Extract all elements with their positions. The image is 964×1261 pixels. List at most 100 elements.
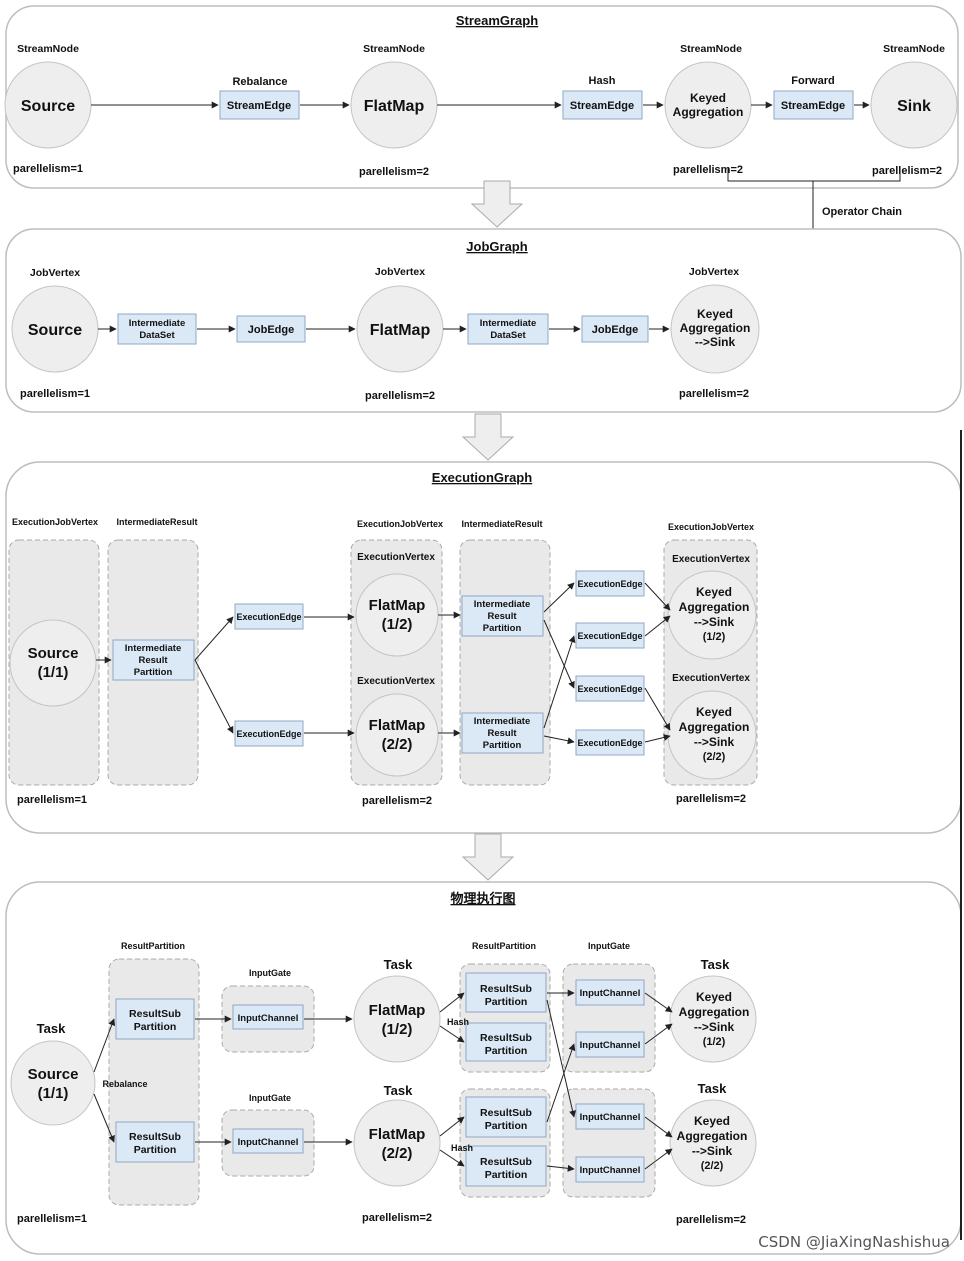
input-channel-label: InputChannel bbox=[580, 1165, 641, 1176]
parallelism-label: parellelism=2 bbox=[872, 165, 942, 177]
stream-node-label: StreamNode bbox=[680, 43, 742, 55]
intermediate-dataset-label: DataSet bbox=[139, 330, 175, 341]
partition-label: Result bbox=[138, 655, 168, 666]
job-vertex-label: JobVertex bbox=[689, 266, 739, 278]
job-edge-label: JobEdge bbox=[248, 324, 294, 336]
flatmap-execution-vertex-1 bbox=[355, 573, 439, 657]
execution-vertex-label: ExecutionVertex bbox=[357, 552, 435, 563]
physical-graph-panel: 物理执行图 ResultPartition ResultPartition In… bbox=[5, 881, 962, 1255]
stream-edge-label: StreamEdge bbox=[227, 100, 291, 112]
result-sub-label: Partition bbox=[134, 1144, 177, 1156]
job-vertex-label: JobVertex bbox=[30, 267, 80, 279]
flatmap-label: FlatMap bbox=[369, 717, 426, 734]
result-sub-label: ResultSub bbox=[480, 983, 532, 995]
parallelism-label: parellelism=2 bbox=[676, 793, 746, 805]
keyed-label: Keyed bbox=[696, 705, 732, 719]
flatmap-label: FlatMap bbox=[369, 597, 426, 614]
partition-label: Intermediate bbox=[125, 643, 182, 654]
aggregation-label: Aggregation bbox=[679, 600, 750, 614]
execution-edge-label: ExecutionEdge bbox=[577, 738, 642, 748]
job-edge-box bbox=[236, 315, 306, 343]
task-label: Task bbox=[384, 957, 413, 972]
flatmap-subtask-label: (1/2) bbox=[382, 1021, 413, 1038]
intermediate-result-partition bbox=[461, 712, 544, 754]
execution-edge-label: ExecutionEdge bbox=[236, 729, 301, 739]
source-subtask-label: (1/1) bbox=[38, 1085, 69, 1102]
execution-graph-arrows bbox=[96, 582, 671, 745]
source-execution-vertex bbox=[9, 619, 97, 707]
input-channel-label: InputChannel bbox=[238, 1013, 299, 1024]
stream-edge-box bbox=[773, 90, 854, 120]
result-sub-label: Partition bbox=[485, 1169, 528, 1181]
intermediate-dataset-box bbox=[467, 313, 549, 345]
source-task bbox=[10, 1040, 96, 1126]
flatmap-subtask-label: (2/2) bbox=[382, 1145, 413, 1162]
flatmap-subtask-label: (1/2) bbox=[382, 616, 413, 633]
stream-edge-box bbox=[562, 90, 643, 120]
intermediate-dataset-label: DataSet bbox=[490, 330, 526, 341]
transition-arrow-icon bbox=[461, 413, 515, 461]
task-label: Task bbox=[37, 1021, 66, 1036]
intermediate-result-label: IntermediateResult bbox=[461, 519, 542, 529]
stream-graph-panel: StreamGraph StreamNode StreamNode Stream… bbox=[4, 5, 959, 334]
parallelism-label: parellelism=2 bbox=[679, 388, 749, 400]
input-channels bbox=[232, 979, 645, 1183]
result-sub-label: Partition bbox=[485, 1045, 528, 1057]
job-graph-title: JobGraph bbox=[466, 239, 527, 254]
task-label: Task bbox=[701, 957, 730, 972]
stream-node-label: StreamNode bbox=[363, 43, 425, 55]
job-graph-panel: JobGraph JobVertex JobVertex JobVertex S… bbox=[5, 228, 962, 413]
subtask-label: (2/2) bbox=[701, 1160, 724, 1172]
intermediate-result-partition bbox=[461, 595, 544, 637]
aggregation-label: Aggregation bbox=[679, 720, 750, 734]
result-sub-label: ResultSub bbox=[480, 1107, 532, 1119]
flatmap-execution-vertex-2 bbox=[355, 693, 439, 777]
result-sub-label: Partition bbox=[485, 1120, 528, 1132]
hash-label: Hash bbox=[451, 1143, 473, 1153]
execution-edge-label: ExecutionEdge bbox=[236, 612, 301, 622]
partition-label: Intermediate bbox=[474, 716, 531, 727]
subtask-label: (1/2) bbox=[703, 1036, 726, 1048]
partition-label: Partition bbox=[483, 740, 522, 751]
input-channel-label: InputChannel bbox=[580, 1112, 641, 1123]
job-vertex-label: JobVertex bbox=[375, 266, 425, 278]
aggregation-label: Aggregation bbox=[680, 321, 751, 335]
keyed-aggregation-sink-vertex bbox=[670, 284, 760, 374]
physical-graph-arrows bbox=[93, 989, 673, 1172]
input-gate-label: InputGate bbox=[588, 941, 630, 951]
intermediate-dataset-box bbox=[117, 313, 197, 345]
flatmap-task-1 bbox=[353, 975, 441, 1063]
execution-vertex-label: ExecutionVertex bbox=[672, 554, 750, 565]
stream-edge-box bbox=[219, 90, 300, 120]
execution-edge-label: ExecutionEdge bbox=[577, 579, 642, 589]
rebalance-label: Rebalance bbox=[232, 76, 287, 88]
input-channel-label: InputChannel bbox=[580, 988, 641, 999]
task-label: Task bbox=[698, 1081, 727, 1096]
execution-edge-label: ExecutionEdge bbox=[577, 631, 642, 641]
parallelism-label: parellelism=2 bbox=[365, 390, 435, 402]
flatmap-node-label: FlatMap bbox=[364, 98, 425, 115]
hash-label: Hash bbox=[589, 75, 616, 87]
sink-label: -->Sink bbox=[694, 1020, 735, 1034]
parallelism-label: parellelism=1 bbox=[13, 163, 83, 175]
flatmap-task-2 bbox=[353, 1099, 441, 1187]
aggregation-label: Aggregation bbox=[679, 1005, 750, 1019]
sink-label: -->Sink bbox=[694, 735, 735, 749]
execution-vertex-label: ExecutionVertex bbox=[672, 673, 750, 684]
result-sub-label: ResultSub bbox=[480, 1032, 532, 1044]
result-sub-partitions bbox=[115, 972, 547, 1187]
keyed-label: Keyed bbox=[696, 585, 732, 599]
keyed-task-2 bbox=[669, 1099, 757, 1187]
result-partition-label: ResultPartition bbox=[121, 941, 185, 951]
input-channel-label: InputChannel bbox=[580, 1040, 641, 1051]
sink-label: -->Sink bbox=[692, 1144, 733, 1158]
sink-node-label: Sink bbox=[897, 98, 931, 115]
job-edge-box bbox=[581, 315, 649, 343]
partition-label: Intermediate bbox=[474, 599, 531, 610]
source-vertex-label: Source bbox=[28, 322, 82, 339]
rebalance-label: Rebalance bbox=[102, 1079, 147, 1089]
parallelism-label: parellelism=1 bbox=[17, 794, 87, 806]
physical-graph-title: 物理执行图 bbox=[450, 891, 515, 906]
stream-edge-label: StreamEdge bbox=[570, 100, 634, 112]
